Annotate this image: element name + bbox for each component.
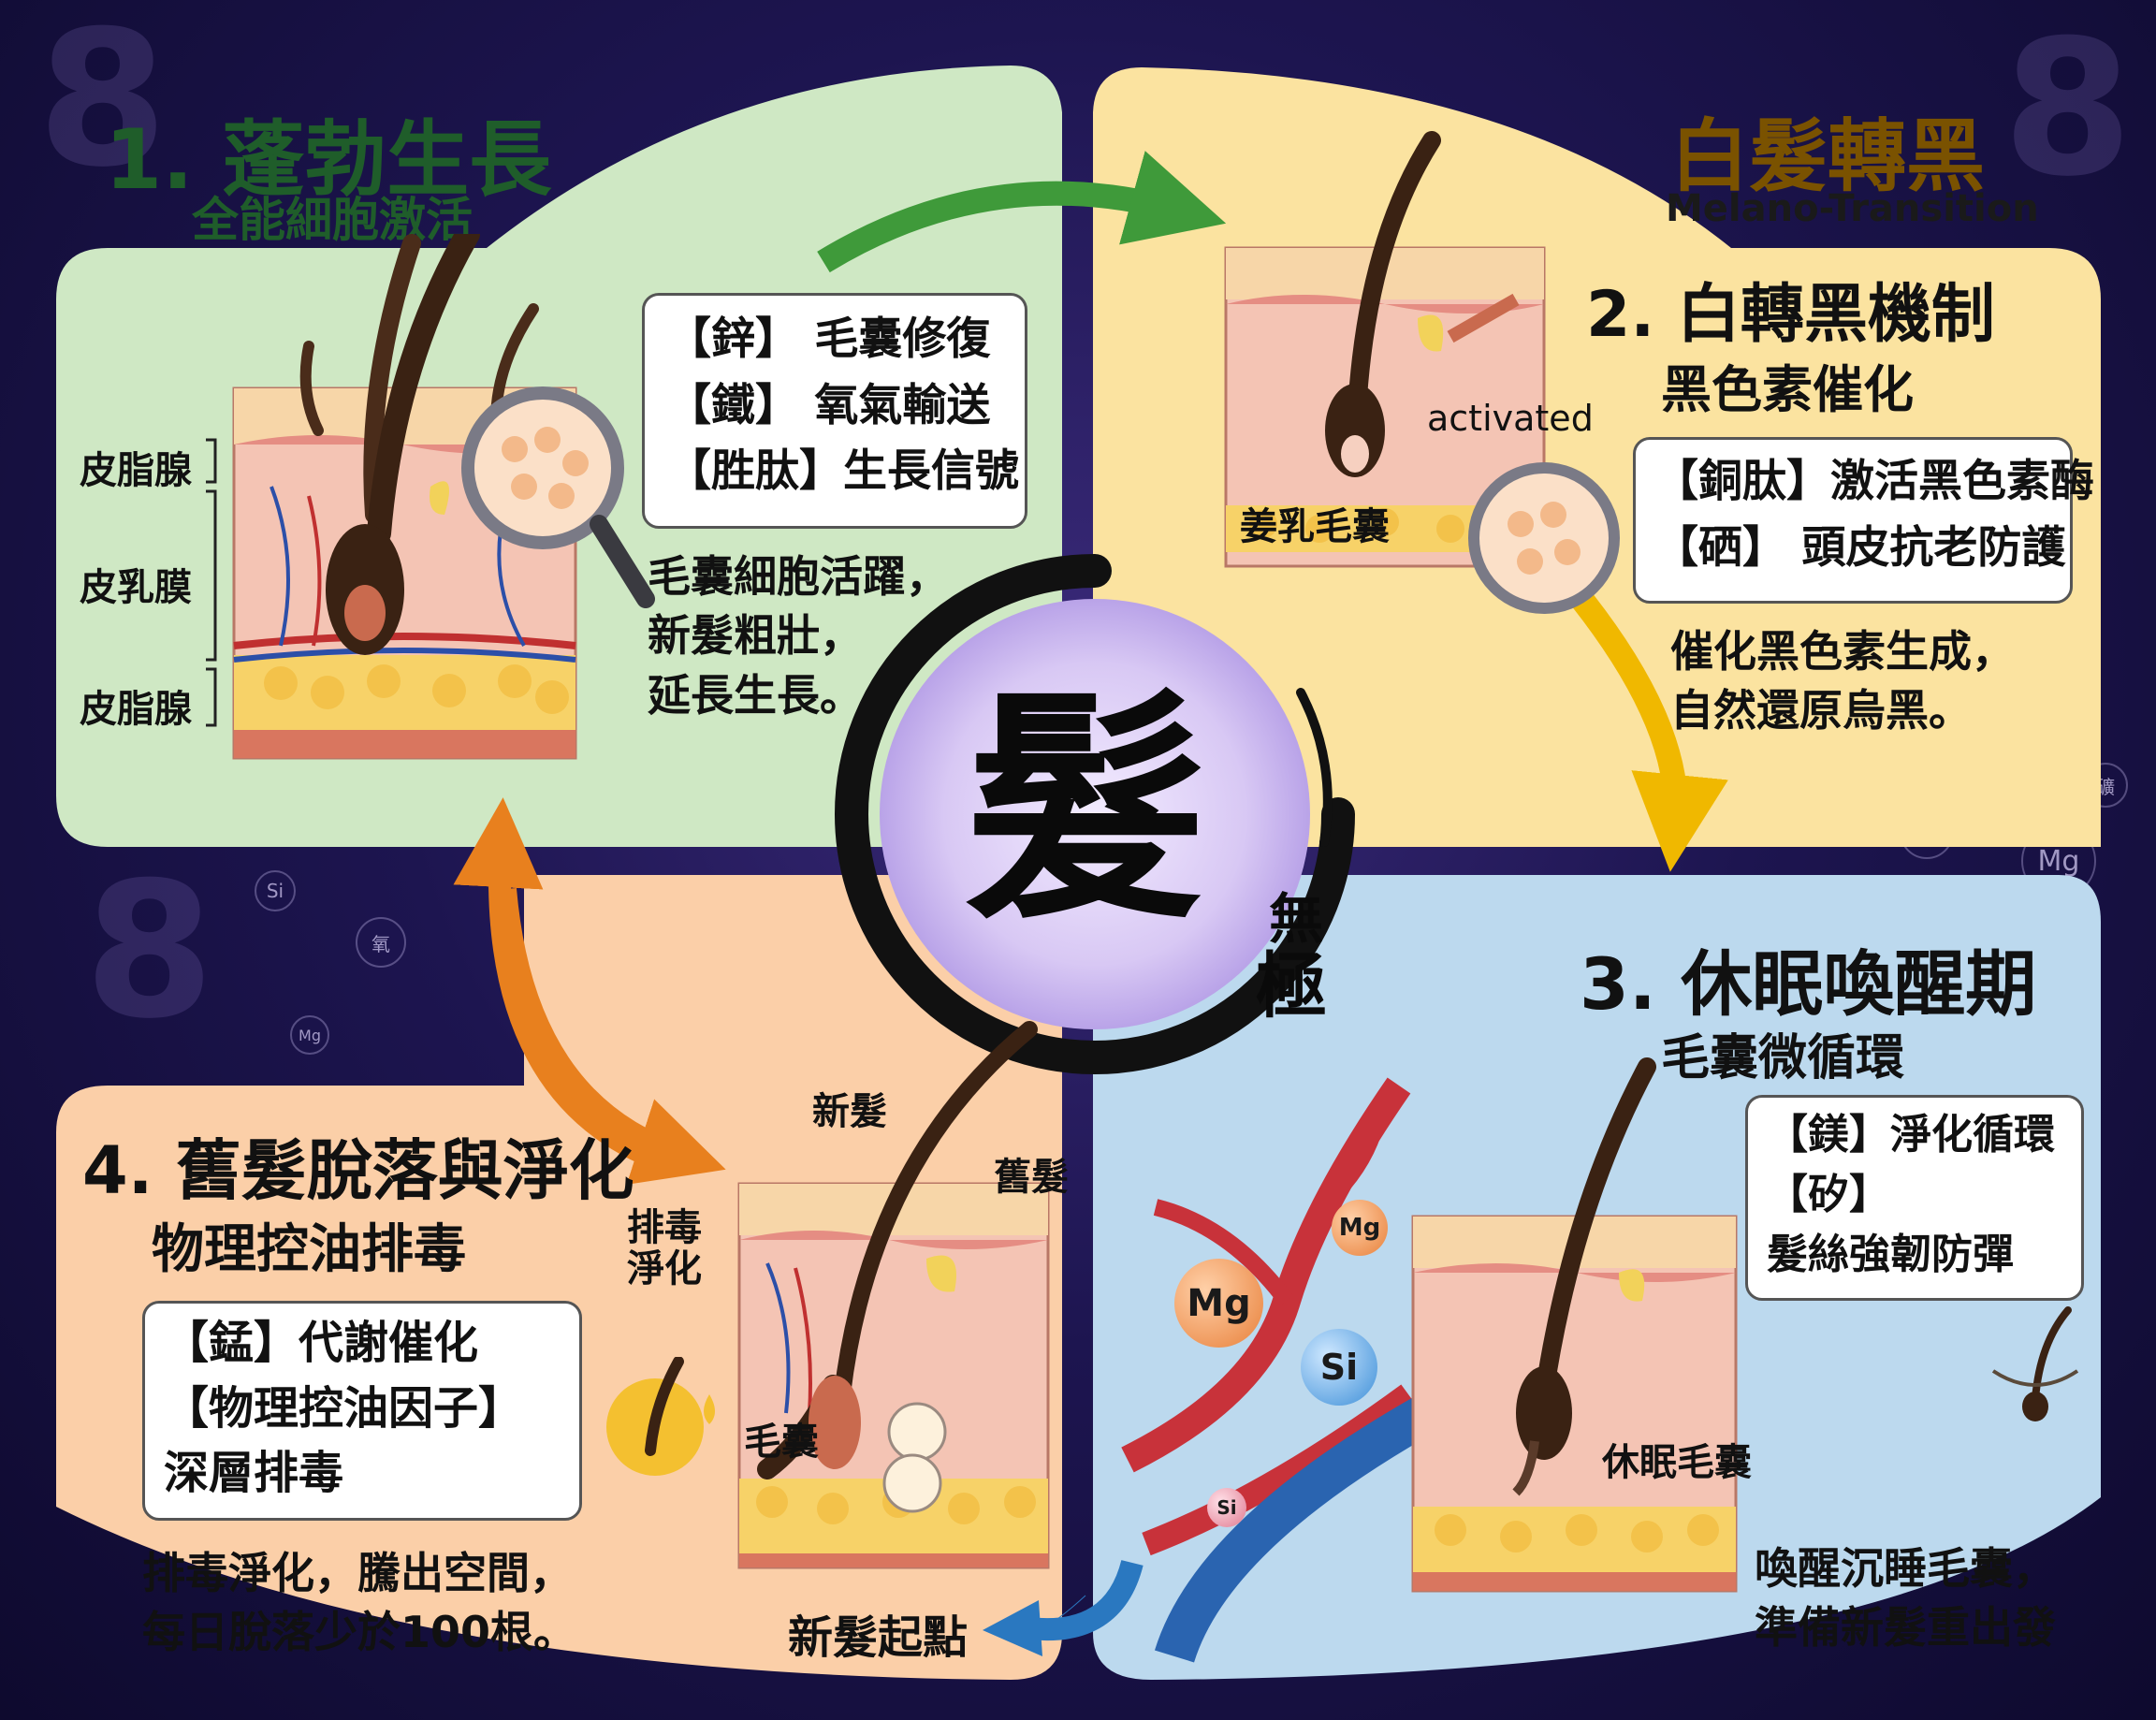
panel4-detox-line: 淨化	[627, 1247, 702, 1290]
panel3-skin-illustration	[1411, 1057, 1738, 1593]
panel3-desc-line: 準備新髮重出發	[1755, 1602, 2056, 1654]
center-side-char-2: 極	[1256, 944, 1327, 1028]
panel2-label-bulb: 姜乳毛囊	[1240, 505, 1390, 548]
arrow-2-to-3	[1571, 590, 1728, 872]
panel2-ingredient-box: 【銅肽】激活黑色素酶 【硒】 頭皮抗老防護	[1633, 437, 2094, 604]
panel4-subtitle: 物理控油排毒	[152, 1219, 466, 1280]
panel3-ingredient-box: 【鎂】淨化循環 【矽】 髮絲強韌防彈	[1745, 1095, 2084, 1301]
panel1-ingredient: 【鋅】 毛囊修復	[667, 313, 991, 365]
bg-atom: Mg	[290, 1015, 329, 1055]
panel4-detox-line: 排毒	[627, 1206, 702, 1249]
panel2-subtitle: 黑色素催化	[1661, 360, 1914, 419]
panel1-desc-line: 新髮粗壯，	[648, 610, 863, 662]
panel3-desc-line: 喚醒沉睡毛囊，	[1755, 1543, 2056, 1594]
panel3-subtitle: 毛囊微循環	[1661, 1030, 1905, 1086]
panel1-description: 毛囊細胞活躍， 新髮粗壯， 延長生長。	[648, 547, 949, 725]
panel1-title: 1. 蓬勃生長	[105, 111, 552, 208]
hair-strand-icon	[1991, 1306, 2079, 1421]
panel3-ingredient: 【矽】	[1767, 1170, 1890, 1218]
panel1-ingredient-box: 【鋅】 毛囊修復 【鐵】 氧氣輸送 【胜肽】生長信號	[642, 293, 1027, 529]
panel2-header-en: Melano-Transition	[1666, 187, 2039, 230]
bg-atom: Si	[255, 870, 296, 911]
panel3-ingredient: 【鎂】淨化循環	[1767, 1111, 2055, 1159]
atom-mg-large: Mg	[1174, 1259, 1263, 1348]
panel4-ingredient-box: 【錳】代謝催化 【物理控油因子】 深層排毒	[142, 1301, 582, 1521]
panel2-desc-line: 催化黑色素生成，	[1670, 626, 2015, 677]
oil-drop-icon	[606, 1357, 715, 1476]
magnifier-icon	[461, 386, 655, 608]
arrow-1-to-2	[817, 151, 1227, 273]
panel1-ingredient: 【胜肽】生長信號	[667, 445, 1019, 497]
atom-si-large: Si	[1301, 1329, 1377, 1406]
arrow-4-to-1-start	[494, 887, 726, 1185]
panel3-vessels	[1121, 1077, 1427, 1663]
panel4-label-detox: 排毒 淨化	[627, 1207, 702, 1290]
panel2-ingredient: 【銅肽】激活黑色素酶	[1654, 456, 2094, 507]
arrow-3-to-4-svg	[983, 1559, 1144, 1656]
panel2-label-activated: activated	[1427, 398, 1594, 439]
panel1-label-3: 皮脂腺	[80, 688, 192, 731]
panel4-label-follicle: 毛囊	[744, 1421, 819, 1464]
panel4-label-new-hair: 新髮	[812, 1090, 887, 1133]
center-main-char: 髮	[964, 666, 1207, 952]
panel4-label-old-hair: 舊髮	[994, 1156, 1069, 1199]
panel4-title: 4. 舊髮脫落與淨化	[82, 1132, 634, 1209]
panel4-label-start: 新髮起點	[788, 1611, 969, 1664]
panel2-description: 催化黑色素生成， 自然還原烏黑。	[1670, 622, 2015, 741]
panel4-ingredient: 【物理控油因子】	[164, 1381, 524, 1435]
panel4-ingredient: 【錳】代謝催化	[164, 1317, 479, 1369]
panel1-subtitle: 全能細胞激活	[192, 193, 473, 247]
magnifier-icon	[1468, 462, 1620, 614]
panel1-label-2: 皮乳膜	[80, 566, 192, 609]
panel1-label-1: 皮脂腺	[80, 449, 192, 492]
atom-mg-small: Mg	[1332, 1200, 1388, 1256]
panel2-ingredient: 【硒】 頭皮抗老防護	[1654, 521, 2066, 574]
panel4-description: 排毒淨化，騰出空間， 每日脫落少於100根。	[142, 1544, 576, 1663]
center-emblem: 髮 無 極	[835, 554, 1355, 1074]
panel4-ingredient: 深層排毒	[164, 1447, 344, 1500]
panel2-header: 白髮轉黑	[1670, 110, 1986, 202]
panel4-skin-illustration	[737, 1021, 1050, 1569]
panel2-desc-line: 自然還原烏黑。	[1670, 685, 1972, 736]
panel4-desc-line: 每日脫落少於100根。	[142, 1607, 577, 1658]
panel1-desc-line: 毛囊細胞活躍，	[648, 551, 949, 602]
panel3-label-dormant: 休眠毛囊	[1602, 1441, 1752, 1484]
bg-atom: 氧	[356, 917, 406, 968]
panel3-description: 喚醒沉睡毛囊， 準備新髮重出發	[1755, 1539, 2056, 1658]
panel4-desc-line: 排毒淨化，騰出空間，	[142, 1548, 573, 1598]
center-side-char-1: 無	[1269, 887, 1323, 951]
panel3-ingredient: 髮絲強韌防彈	[1767, 1230, 2014, 1278]
panel3-title: 3. 休眠喚醒期	[1580, 942, 2037, 1026]
panel2-title: 2. 白轉黑機制	[1586, 278, 1995, 352]
atom-si-small: Si	[1207, 1488, 1246, 1527]
panel1-label-brackets	[206, 438, 217, 727]
panel1-desc-line: 延長生長。	[648, 669, 863, 721]
bg-number: 8	[37, 0, 168, 209]
panel1-skin-illustration	[232, 234, 577, 760]
panel1-ingredient: 【鐵】 氧氣輸送	[667, 379, 991, 431]
bg-number: 8	[2003, 0, 2134, 218]
bg-number: 8	[84, 842, 215, 1060]
